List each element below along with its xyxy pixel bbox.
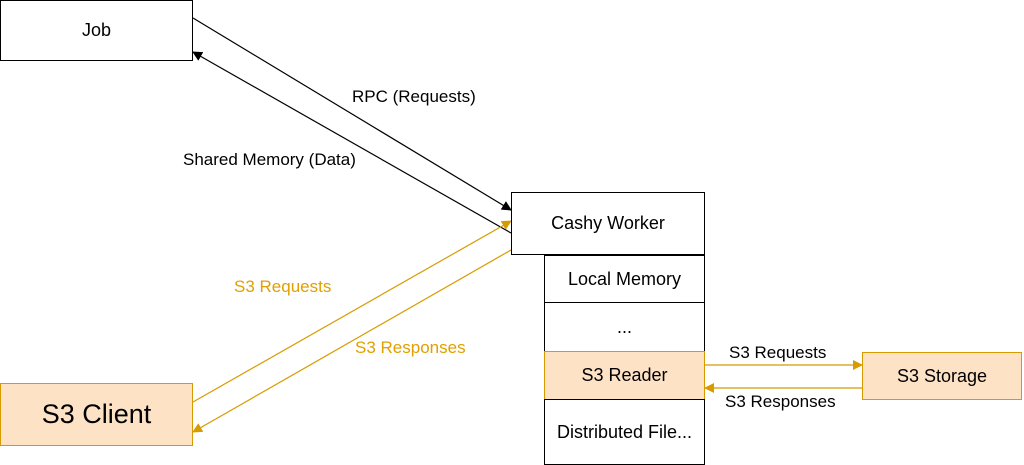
job-node: Job — [0, 0, 193, 61]
s3-storage-node: S3 Storage — [862, 352, 1022, 400]
client-requests-arrow — [192, 220, 512, 403]
rpc-requests-arrow — [192, 17, 512, 211]
ellipsis-node: ... — [544, 302, 705, 352]
s3-client-label: S3 Client — [41, 399, 152, 429]
local-memory-node: Local Memory — [544, 255, 705, 303]
cashy-worker-label: Cashy Worker — [551, 213, 665, 233]
rpc-requests-label: RPC (Requests) — [352, 87, 476, 106]
client-requests-label: S3 Requests — [234, 277, 332, 296]
client-responses-label: S3 Responses — [355, 338, 466, 357]
s3-reader-node: S3 Reader — [544, 351, 705, 400]
storage-responses-label: S3 Responses — [725, 392, 836, 411]
distributed-file-label: Distributed File... — [556, 421, 693, 442]
job-label: Job — [81, 20, 112, 40]
ellipsis-label: ... — [616, 316, 632, 337]
s3-storage-label: S3 Storage — [896, 365, 988, 386]
shared-memory-label: Shared Memory (Data) — [183, 150, 356, 169]
s3-reader-label: S3 Reader — [581, 365, 668, 385]
client-responses-arrow — [192, 249, 512, 433]
cashy-worker-node: Cashy Worker — [511, 192, 705, 255]
distributed-file-node: Distributed File... — [544, 399, 705, 465]
storage-requests-label: S3 Requests — [729, 343, 827, 362]
shared-memory-arrow — [192, 51, 512, 234]
local-memory-label: Local Memory — [567, 268, 682, 289]
s3-client-node: S3 Client — [0, 383, 193, 446]
